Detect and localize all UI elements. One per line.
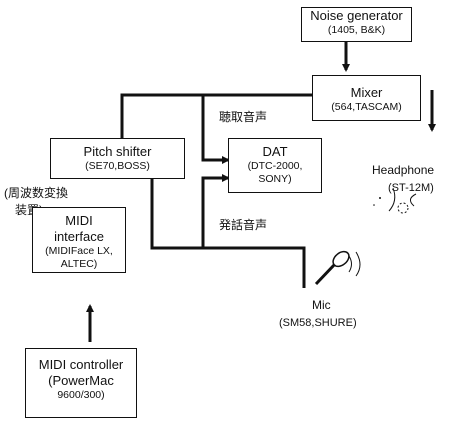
dat-detail-line1: (DTC-2000,: [229, 160, 321, 173]
mic-title: Mic: [312, 298, 331, 312]
pitch-shifter-jp-note-line1: (周波数変換: [4, 186, 68, 200]
headphone-title: Headphone: [372, 163, 434, 177]
midi-controller-line2: (PowerMac: [26, 373, 136, 389]
spoken-voice-to-dat-line: [203, 178, 228, 248]
heard-voice-label: 聴取音声: [219, 110, 267, 124]
headphone-detail: (ST-12M): [388, 181, 434, 195]
mic-icon: [316, 249, 360, 284]
spoken-voice-label: 発話音声: [219, 218, 267, 232]
dat-detail-line2: SONY): [229, 173, 321, 186]
midi-interface-line3: (MIDIFace LX,: [33, 245, 125, 258]
mic-detail: (SM58,SHURE): [279, 316, 357, 330]
midi-interface-line4: ALTEC): [33, 258, 125, 271]
mixer-box: Mixer (564,TASCAM): [312, 75, 421, 121]
pitch-shifter-title: Pitch shifter: [51, 144, 184, 160]
noise-generator-title: Noise generator: [302, 8, 411, 24]
midi-controller-line1: MIDI controller: [26, 357, 136, 373]
dat-title: DAT: [229, 144, 321, 160]
noise-generator-box: Noise generator (1405, B&K): [301, 7, 412, 42]
mixer-title: Mixer: [313, 85, 420, 101]
pitch-shifter-box: Pitch shifter (SE70,BOSS): [50, 138, 185, 179]
noise-generator-detail: (1405, B&K): [302, 24, 411, 37]
midi-controller-box: MIDI controller (PowerMac 9600/300): [25, 348, 137, 418]
midi-interface-box: MIDI interface (MIDIFace LX, ALTEC): [32, 207, 126, 273]
pitch-shifter-detail: (SE70,BOSS): [51, 160, 184, 173]
dat-box: DAT (DTC-2000, SONY): [228, 138, 322, 193]
heard-voice-to-dat-line: [203, 95, 228, 160]
midi-controller-line3: 9600/300): [26, 389, 136, 402]
midi-interface-line1: MIDI: [33, 213, 125, 229]
midi-interface-line2: interface: [33, 229, 125, 245]
mixer-detail: (564,TASCAM): [313, 101, 420, 114]
